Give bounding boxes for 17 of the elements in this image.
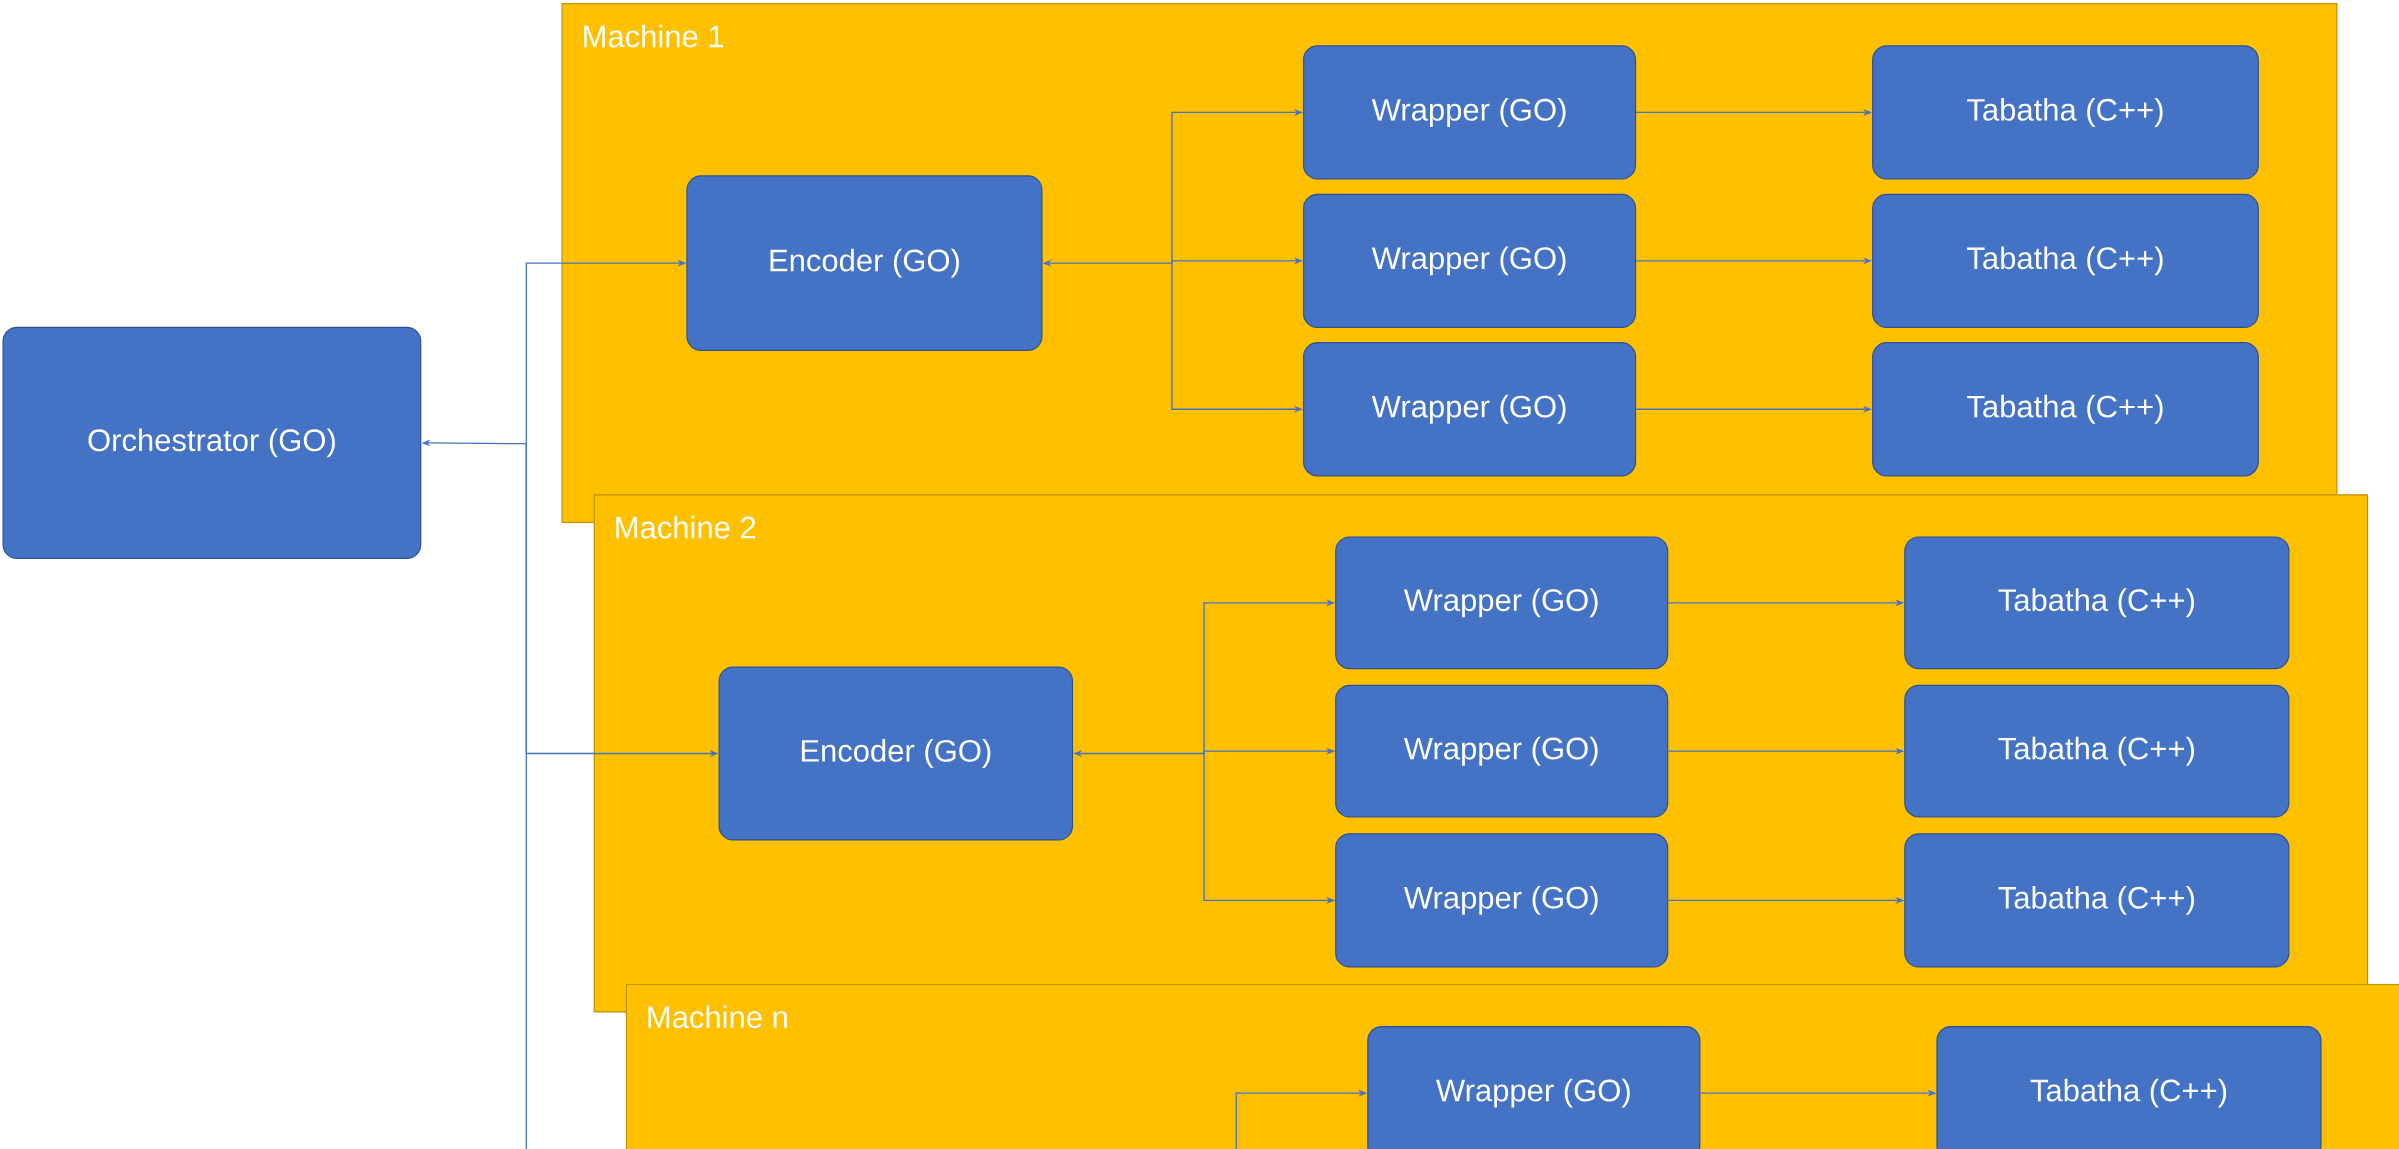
process-box: Tabatha (C++) [1936, 1026, 2322, 1149]
process-box: Tabatha (C++) [1904, 684, 2290, 818]
process-box: Wrapper (GO) [1302, 193, 1637, 328]
process-box: Wrapper (GO) [1335, 684, 1669, 818]
process-box: Wrapper (GO) [1302, 342, 1637, 477]
process-box: Tabatha (C++) [1904, 536, 2290, 670]
process-box: Encoder (GO) [718, 666, 1074, 841]
process-box: Wrapper (GO) [1335, 536, 1669, 670]
process-box: Wrapper (GO) [1367, 1026, 1701, 1149]
process-box: Tabatha (C++) [1904, 833, 2290, 968]
process-box: Tabatha (C++) [1872, 45, 2259, 180]
process-box: Tabatha (C++) [1872, 193, 2259, 328]
process-box: Wrapper (GO) [1302, 45, 1637, 180]
process-box: Wrapper (GO) [1335, 833, 1669, 968]
process-box: Orchestrator (GO) [2, 326, 422, 560]
process-box: Encoder (GO) [686, 175, 1043, 351]
process-box: Tabatha (C++) [1872, 342, 2259, 477]
